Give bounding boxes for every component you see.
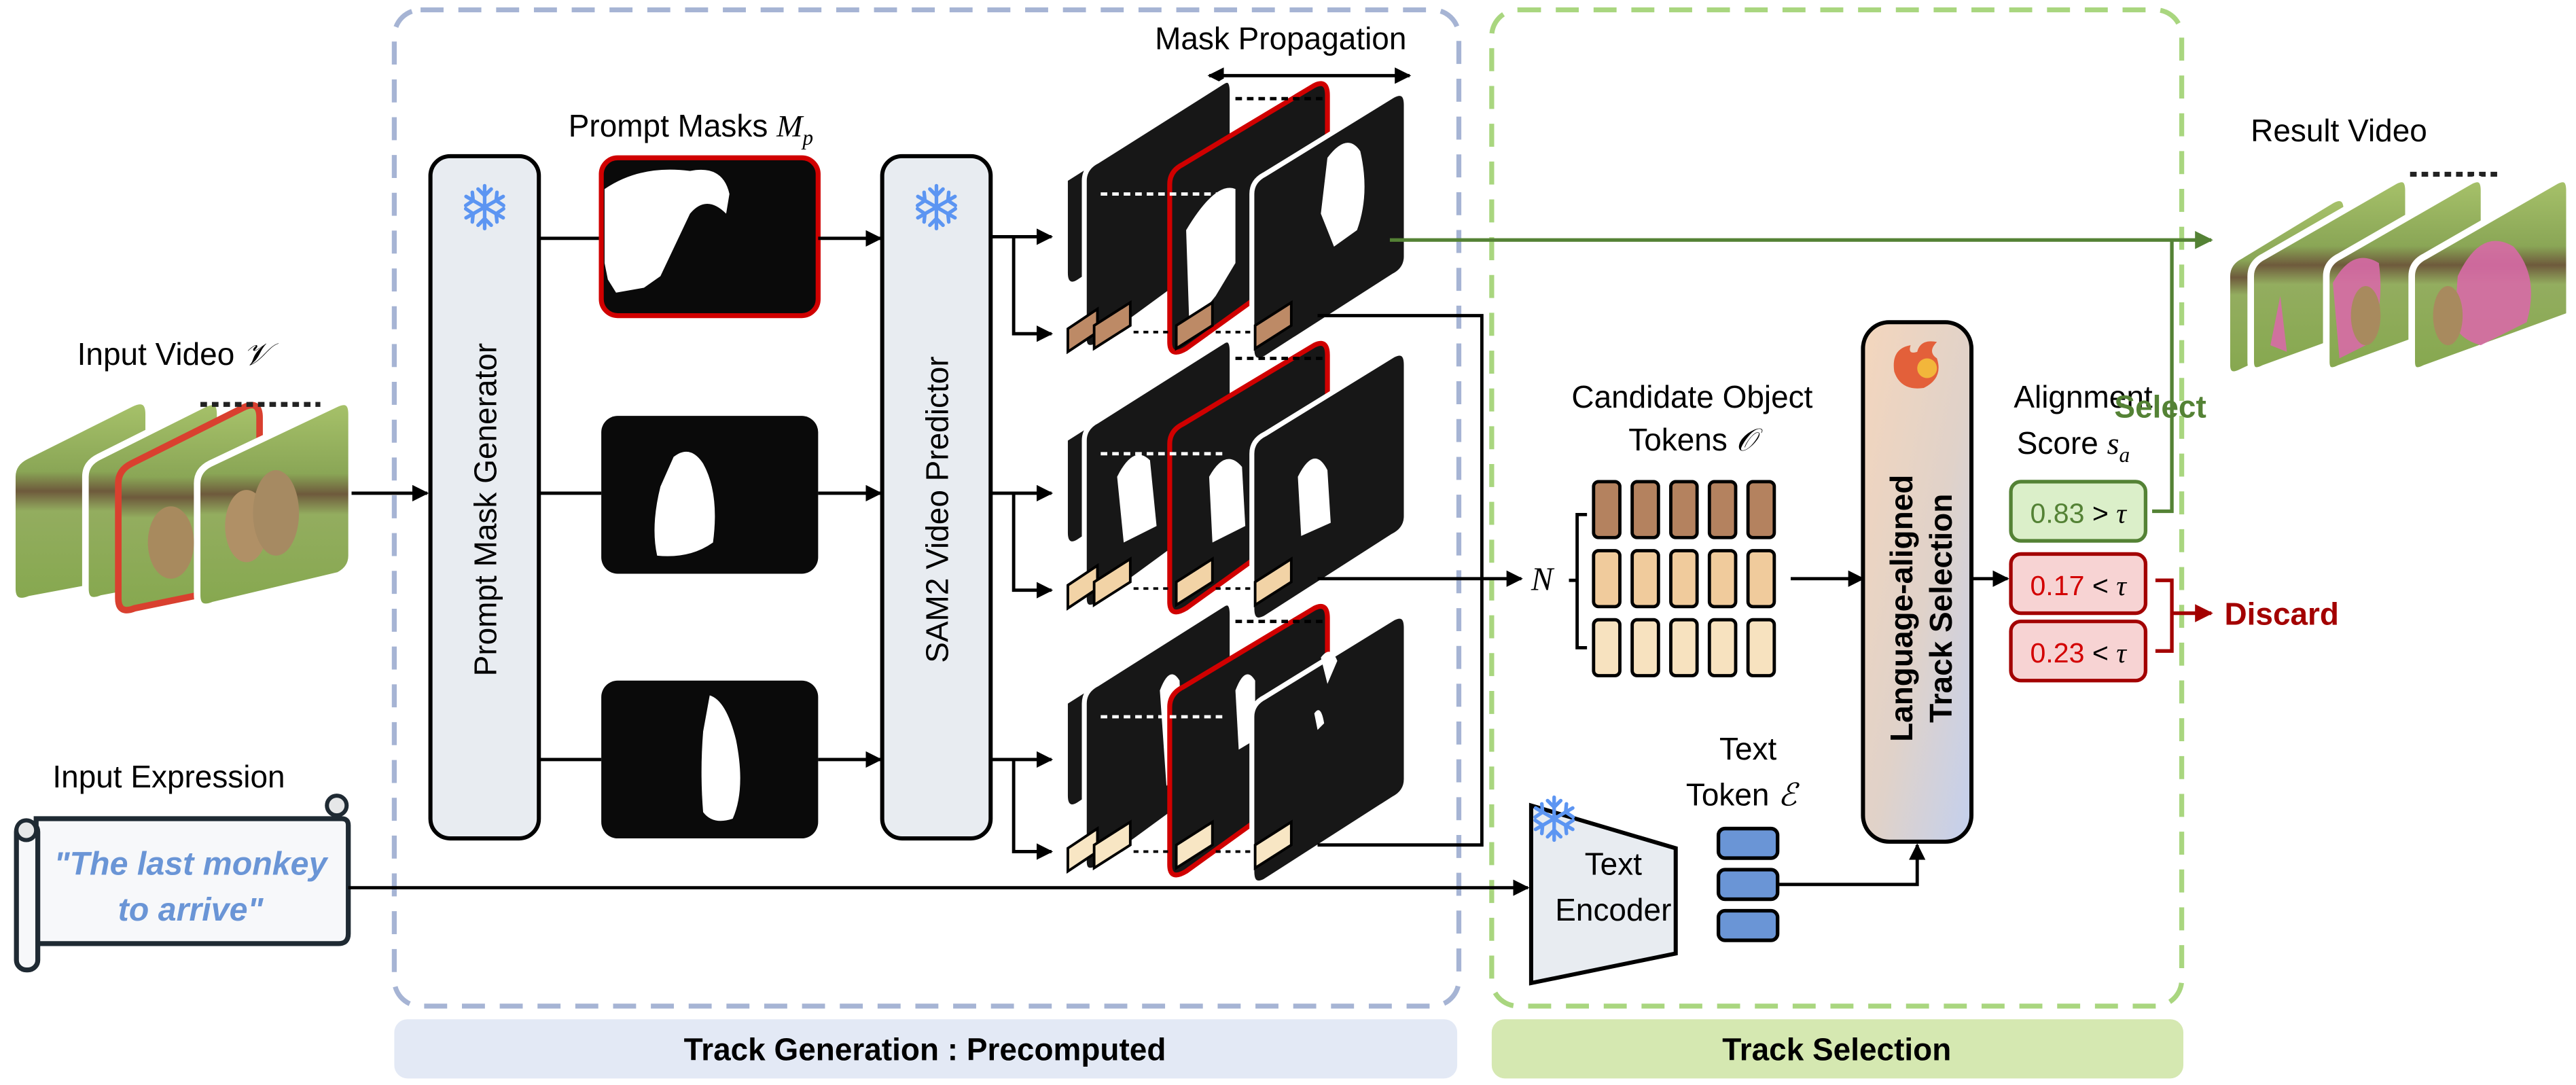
input-expression-label: Input Expression xyxy=(52,759,285,794)
text-token-to-selector-arrow xyxy=(1777,843,1926,887)
candidate-token xyxy=(1592,618,1622,677)
text-encoder-label-line2: Encoder xyxy=(1555,892,1671,927)
alignment-score-label-line2: Score sa xyxy=(2017,425,2130,467)
object-token xyxy=(1175,819,1214,871)
discard-label: Discard xyxy=(2224,596,2339,631)
selector-label-line1: Language-aligned xyxy=(1884,475,1919,742)
n-label: N xyxy=(1531,562,1555,598)
score-discard: 0.17 < τ xyxy=(2009,552,2148,616)
object-token xyxy=(1092,556,1132,607)
result-video-frames xyxy=(2225,171,2573,376)
mask-frame xyxy=(1081,337,1235,610)
track-selection-region xyxy=(1489,7,2185,1009)
candidate-token xyxy=(1669,549,1699,609)
object-token xyxy=(1175,300,1214,351)
prompt-mask-1 xyxy=(598,155,821,319)
prompt-masks-label: Prompt Masks Mp xyxy=(569,108,813,149)
candidate-token xyxy=(1746,549,1776,609)
discard-bracket xyxy=(2155,578,2211,653)
text-token xyxy=(1716,826,1780,860)
sam2-label: SAM2 Video Predictor xyxy=(919,356,954,662)
track-generation-label-bar xyxy=(394,1019,1458,1079)
candidate-token xyxy=(1592,549,1622,609)
mask-track-3 xyxy=(1067,601,1409,886)
text-token xyxy=(1716,868,1780,902)
sam2-video-predictor xyxy=(880,154,993,841)
candidate-token xyxy=(1669,618,1699,677)
score-discard: 0.23 < τ xyxy=(2009,619,2148,683)
prompt-mask-generator-label: Prompt Mask Generator xyxy=(467,343,503,676)
text-token xyxy=(1716,908,1780,942)
candidate-tokens-label-line2: Tokens 𝒪 xyxy=(1628,422,1763,457)
track-selection-label-bar xyxy=(1491,1019,2184,1079)
mask-frame xyxy=(1081,601,1235,873)
candidate-tokens-label-line1: Candidate Object xyxy=(1571,379,1812,414)
candidate-token xyxy=(1707,480,1738,539)
prompt-mask-2 xyxy=(601,416,819,574)
expression-text-line1: "The last monkey xyxy=(54,845,329,882)
input-video-label: Input Video 𝒱 xyxy=(77,336,279,372)
mask-frame xyxy=(1081,77,1235,350)
monkey xyxy=(253,470,300,556)
prompt-mask-3 xyxy=(601,680,819,839)
svg-text:0.17 < τ: 0.17 < τ xyxy=(2030,570,2127,601)
monkey xyxy=(2433,286,2463,346)
score-select: 0.83 > τ xyxy=(2009,480,2148,543)
candidate-token xyxy=(1707,549,1738,609)
fire-icon xyxy=(1893,341,1939,389)
n-bracket xyxy=(1569,512,1588,650)
object-token-row-1 xyxy=(1067,300,1293,355)
select-connector xyxy=(2152,240,2174,514)
mask-track-2 xyxy=(1067,337,1409,623)
text-encoder xyxy=(1528,802,1678,986)
selector-label-line2: Track Selection xyxy=(1923,494,1958,723)
candidate-token-grid xyxy=(1592,480,1776,677)
object-token xyxy=(1092,819,1132,871)
object-token-row-3 xyxy=(1067,819,1293,874)
candidate-token xyxy=(1746,480,1776,539)
candidate-token xyxy=(1669,480,1699,539)
candidate-token xyxy=(1746,618,1776,677)
expression-text-line2: to arrive" xyxy=(118,891,264,928)
candidate-token xyxy=(1592,480,1622,539)
pink-mask xyxy=(2454,241,2531,346)
text-token-stack xyxy=(1716,826,1780,942)
text-encoder-label-line1: Text xyxy=(1585,846,1642,881)
svg-text:0.23 < τ: 0.23 < τ xyxy=(2030,637,2127,669)
mask-track-1 xyxy=(1067,77,1409,363)
sam2-outputs xyxy=(990,228,1054,860)
object-token xyxy=(1253,300,1293,351)
svg-text:0.83 > τ: 0.83 > τ xyxy=(2030,497,2127,529)
mask-frame xyxy=(1249,613,1409,886)
mask-frame-highlighted xyxy=(1167,340,1330,615)
candidate-token xyxy=(1630,618,1660,677)
token-collector-lines xyxy=(1317,314,1523,847)
track-selection-module xyxy=(1861,320,1974,844)
track-selection-label: Track Selection xyxy=(1722,1032,1951,1067)
track-generation-region xyxy=(391,7,1462,1009)
text-token-label-line1: Text xyxy=(1719,731,1776,766)
expression-scroll xyxy=(14,794,351,973)
mask-propagation-label: Mask Propagation xyxy=(1155,21,1406,56)
text-token-label-line2: Token ℰ xyxy=(1686,777,1800,813)
object-token xyxy=(1253,819,1293,871)
alignment-score-label-line1: Alignment xyxy=(2014,379,2153,414)
track-generation-label: Track Generation : Precomputed xyxy=(684,1032,1166,1067)
candidate-token xyxy=(1630,480,1660,539)
input-video-frames xyxy=(10,398,355,613)
candidate-token xyxy=(1630,549,1660,609)
select-label: Select xyxy=(2114,389,2206,425)
monkey xyxy=(2350,286,2381,346)
monkey xyxy=(147,506,194,579)
result-video-label: Result Video xyxy=(2251,113,2427,148)
object-token xyxy=(1175,556,1214,607)
prompt-mask-generator xyxy=(428,154,541,841)
candidate-token xyxy=(1707,618,1738,677)
object-token xyxy=(1092,300,1132,351)
object-token xyxy=(1253,556,1293,607)
mask-frame xyxy=(1249,351,1409,623)
object-token-row-2 xyxy=(1067,556,1293,611)
